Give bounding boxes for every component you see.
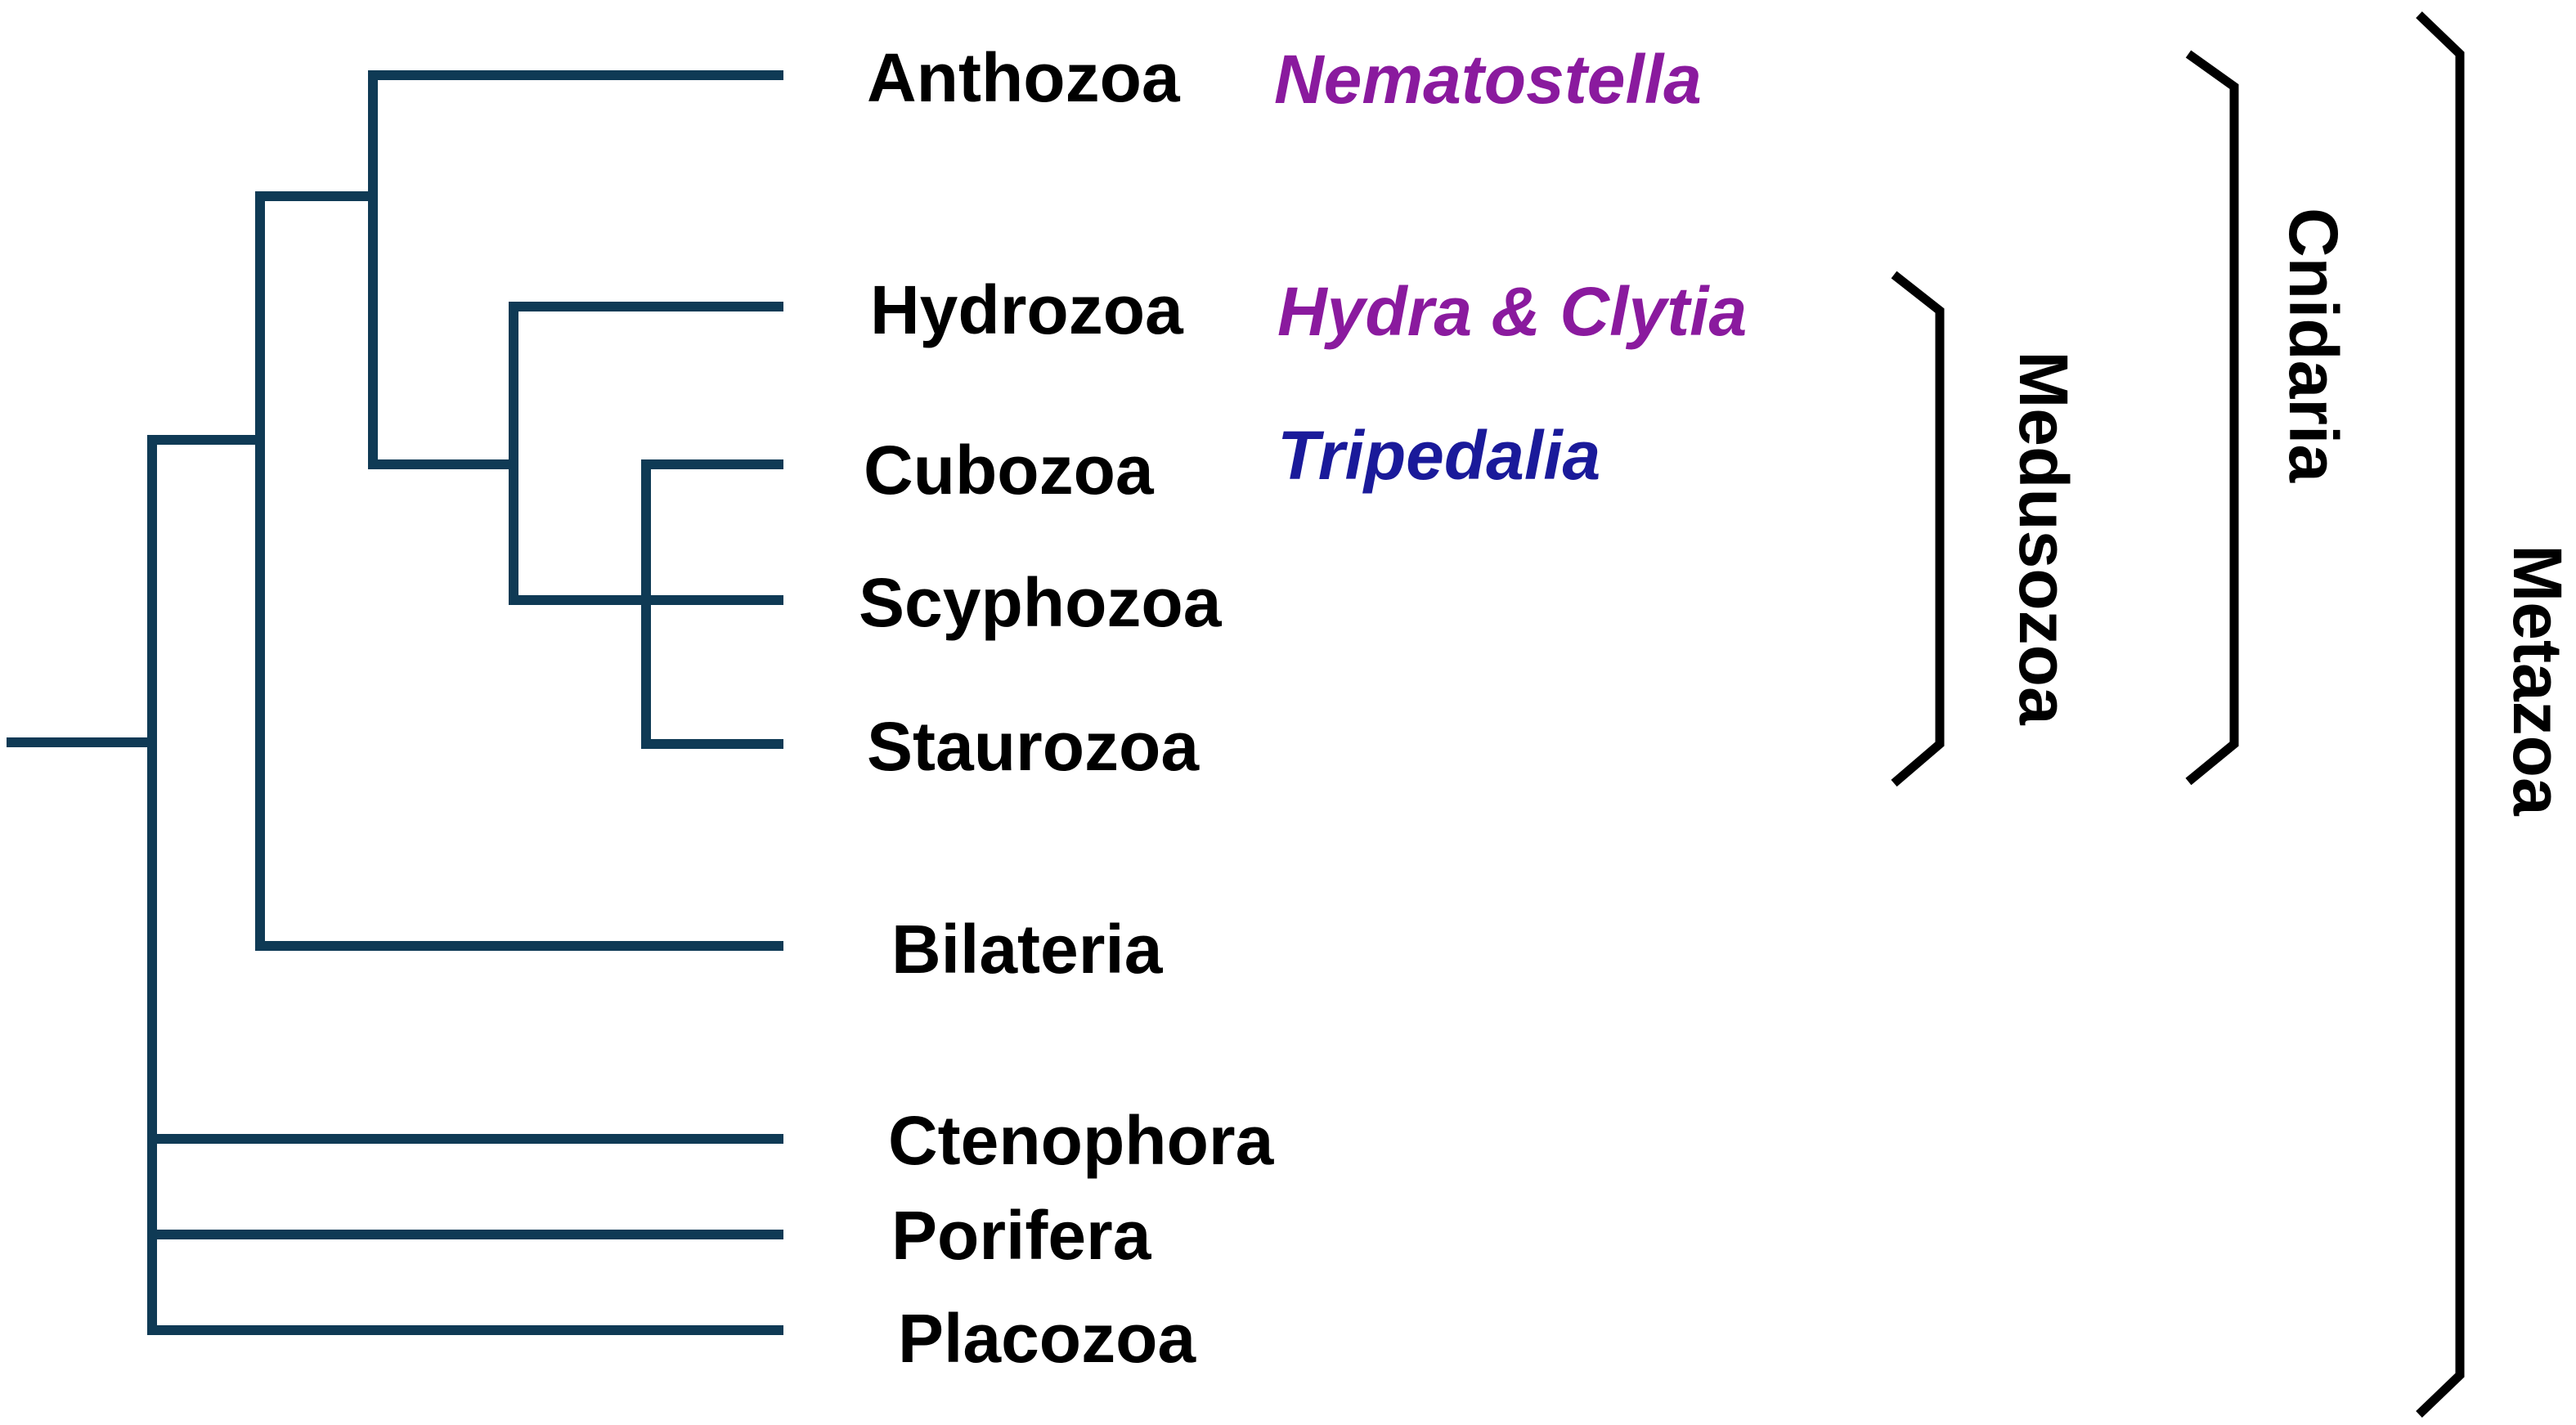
label-metazoa: Metazoa (2499, 544, 2576, 817)
taxon-labels: Anthozoa Hydrozoa Cubozoa Scyphozoa Stau… (859, 39, 1275, 1377)
metazoa-bracket (2416, 11, 2465, 1418)
label-ctenophora: Ctenophora (888, 1102, 1275, 1179)
cnidaria-bracket (2185, 50, 2239, 786)
clade-labels: Medusozoa Cnidaria Metazoa (2005, 208, 2576, 817)
label-porifera: Porifera (891, 1197, 1152, 1274)
label-cubozoa: Cubozoa (864, 432, 1155, 509)
label-medusozoa: Medusozoa (2005, 351, 2082, 726)
label-nematostella: Nematostella (1274, 41, 1702, 118)
label-tripedalia: Tripedalia (1277, 417, 1600, 494)
medusozoa-bracket (1891, 271, 1945, 787)
label-hydra-clytia: Hydra & Clytia (1277, 273, 1747, 350)
label-placozoa: Placozoa (898, 1300, 1196, 1377)
label-hydrozoa: Hydrozoa (870, 271, 1184, 348)
label-scyphozoa: Scyphozoa (859, 564, 1223, 641)
model-organism-labels: Nematostella Hydra & Clytia Tripedalia (1274, 41, 1747, 494)
label-staurozoa: Staurozoa (867, 708, 1200, 785)
clade-brackets (1891, 11, 2465, 1418)
tree-branches (7, 70, 783, 1335)
label-bilateria: Bilateria (891, 911, 1164, 988)
label-cnidaria: Cnidaria (2275, 208, 2352, 483)
label-anthozoa: Anthozoa (867, 39, 1181, 116)
